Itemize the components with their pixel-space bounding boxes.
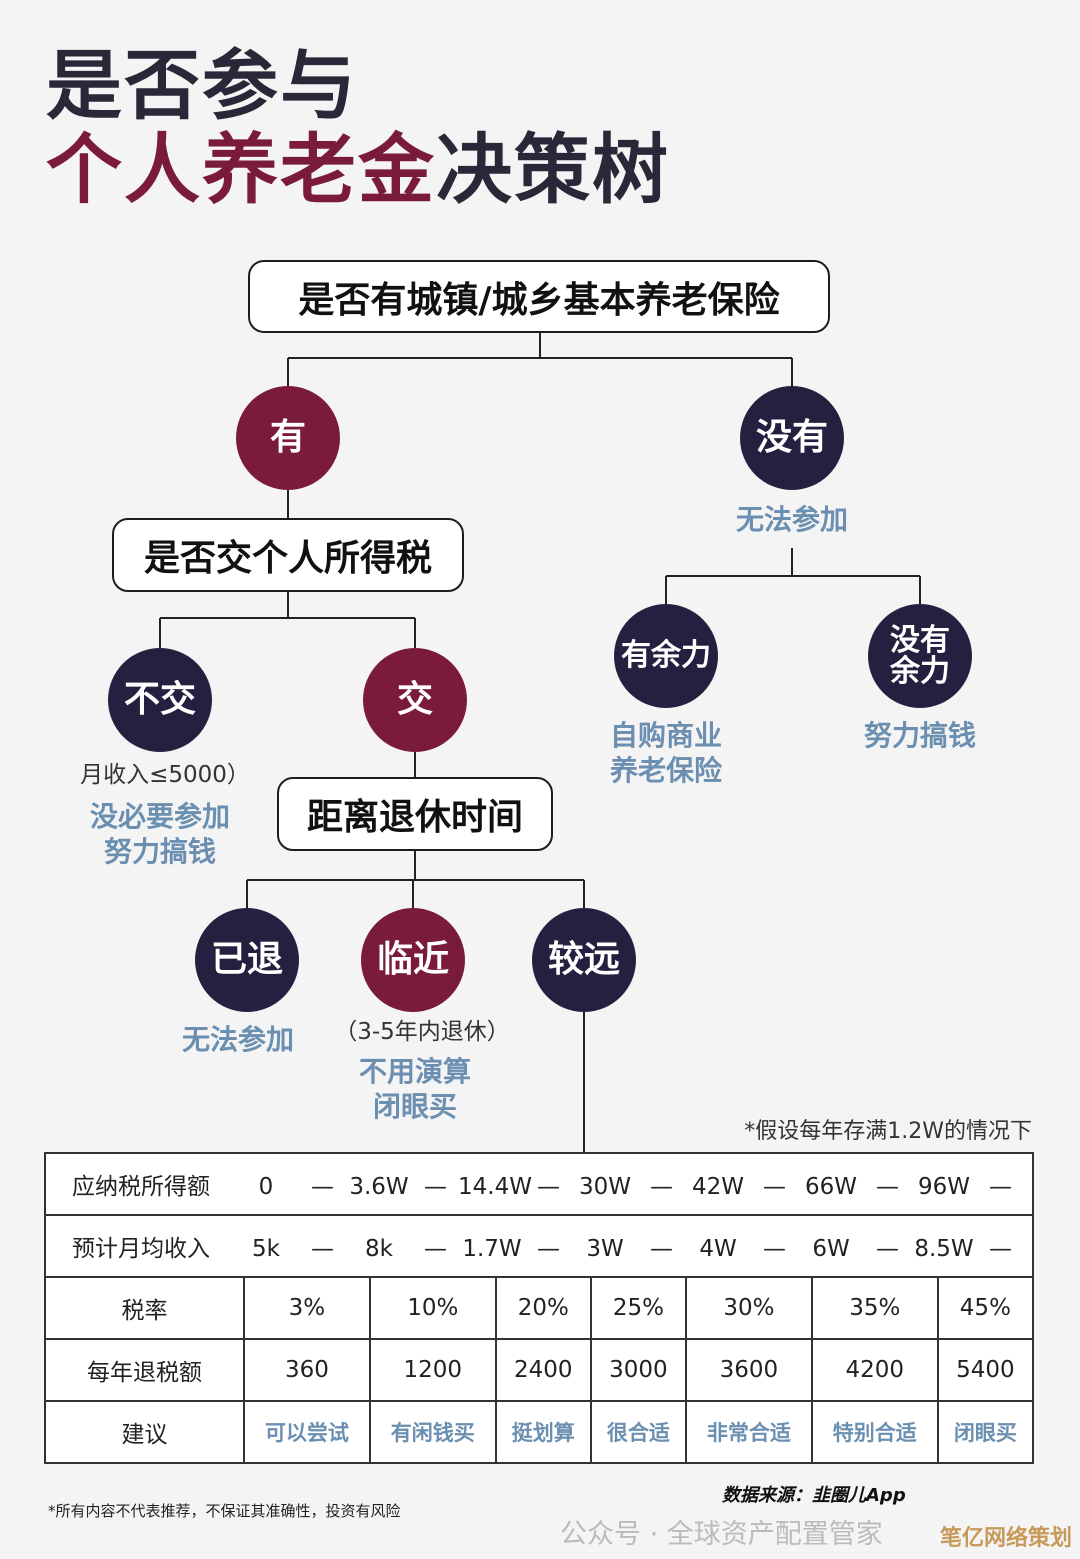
range-dash: — <box>650 1236 673 1262</box>
not-pay-result-2: 努力搞钱 <box>103 835 217 868</box>
cell: 3000 <box>589 1338 688 1402</box>
corner-watermark: 笔亿网络策划 <box>939 1526 1072 1551</box>
cell: 4200 <box>810 1338 939 1402</box>
table-row-monthly: 预计月均收入 5k — 8k — 1.7W — 3W — 4W — 6W — 8.5W — <box>44 1214 1034 1278</box>
cell: 25% <box>589 1276 688 1340</box>
cell: 45% <box>936 1276 1035 1340</box>
table-row-advice: 建议可以尝试有闲钱买挺划算很合适非常合适特别合适闭眼买 <box>44 1400 1035 1464</box>
cell: 挺划算 <box>494 1400 592 1464</box>
range-value: 4W <box>699 1236 737 1262</box>
question-basic-pension: 是否有城镇/城乡基本养老保险 <box>248 260 830 333</box>
not-pay-result-1: 没必要参加 <box>89 800 231 833</box>
range-dash: — <box>424 1174 447 1200</box>
range-dash: — <box>650 1174 673 1200</box>
cell: 特别合适 <box>810 1400 939 1464</box>
advice-label: 建议 <box>44 1400 245 1464</box>
node-yes: 有 <box>236 386 340 490</box>
cell: 可以尝试 <box>243 1400 371 1464</box>
question-retirement: 距离退休时间 <box>277 777 553 851</box>
cell: 闭眼买 <box>936 1400 1035 1464</box>
node-retired: 已退 <box>195 908 299 1012</box>
no-spare-result: 努力搞钱 <box>863 719 977 752</box>
range-value: 0 <box>258 1174 274 1200</box>
cell: 10% <box>368 1276 497 1340</box>
cell: 很合适 <box>589 1400 688 1464</box>
range-value: 8.5W <box>914 1236 974 1262</box>
range-dash: — <box>876 1174 899 1200</box>
table-note: *假设每年存满1.2W的情况下 <box>744 1119 1032 1144</box>
node-far: 较远 <box>532 908 636 1012</box>
title-accent: 个人养老金 <box>46 125 436 214</box>
range-value: 14.4W <box>458 1174 532 1200</box>
range-value: 42W <box>691 1174 744 1200</box>
disclaimer: *所有内容不代表推荐，不保证其准确性，投资有风险 <box>48 1502 401 1520</box>
cell: 1200 <box>368 1338 497 1402</box>
watermark: 公众号 · 全球资产配置管家 <box>560 1519 883 1550</box>
range-value: 6W <box>812 1236 850 1262</box>
question-income-tax: 是否交个人所得税 <box>112 518 464 592</box>
refund-label: 每年退税额 <box>44 1338 245 1402</box>
range-value: 8k <box>365 1236 393 1262</box>
cell: 360 <box>243 1338 371 1402</box>
no-spare-line2: 余力 <box>890 654 950 689</box>
monthly-income-range: 预计月均收入 5k — 8k — 1.7W — 3W — 4W — 6W — 8.5W — <box>44 1214 1034 1278</box>
range-dash: — <box>424 1236 447 1262</box>
range-dash: — <box>989 1174 1012 1200</box>
node-no-spare: 没有余力 <box>868 604 972 708</box>
cell: 3600 <box>685 1338 813 1402</box>
cell: 35% <box>810 1276 939 1340</box>
not-pay-note: 月收入≤5000） <box>80 762 250 788</box>
range-dash: — <box>537 1236 560 1262</box>
spare-result-2: 养老保险 <box>609 754 723 787</box>
range-dash: — <box>311 1174 334 1200</box>
range-value: 30W <box>578 1174 631 1200</box>
node-pay: 交 <box>363 648 467 752</box>
range-dash: — <box>876 1236 899 1262</box>
range-label: 预计月均收入 <box>72 1236 210 1262</box>
node-spare: 有余力 <box>614 604 718 708</box>
near-note: （3-5年内退休） <box>334 1019 510 1045</box>
range-value: 5k <box>252 1236 280 1262</box>
title-line1: 是否参与 <box>46 41 358 130</box>
node-no: 没有 <box>740 386 844 490</box>
cell: 5400 <box>936 1338 1035 1402</box>
no-result: 无法参加 <box>735 503 849 536</box>
title-line2: 个人养老金决策树 <box>46 130 670 210</box>
retired-result: 无法参加 <box>181 1023 295 1056</box>
range-dash: — <box>311 1236 334 1262</box>
range-label: 应纳税所得额 <box>72 1174 210 1200</box>
near-result-1: 不用演算 <box>358 1055 472 1088</box>
data-source: 数据来源：韭圈儿App <box>722 1485 906 1506</box>
rate-label: 税率 <box>44 1276 245 1340</box>
range-dash: — <box>537 1174 560 1200</box>
cell: 有闲钱买 <box>368 1400 497 1464</box>
spare-result-1: 自购商业 <box>609 719 723 752</box>
range-dash: — <box>989 1236 1012 1262</box>
range-value: 3W <box>586 1236 624 1262</box>
range-dash: — <box>763 1174 786 1200</box>
cell: 2400 <box>494 1338 592 1402</box>
range-dash: — <box>763 1236 786 1262</box>
range-value: 3.6W <box>349 1174 409 1200</box>
node-not-pay: 不交 <box>108 648 212 752</box>
range-value: 96W <box>917 1174 970 1200</box>
node-near: 临近 <box>361 908 465 1012</box>
cell: 非常合适 <box>685 1400 813 1464</box>
cell: 20% <box>494 1276 592 1340</box>
cell: 3% <box>243 1276 371 1340</box>
title-rest: 决策树 <box>436 125 670 214</box>
range-value: 66W <box>804 1174 857 1200</box>
cell: 30% <box>685 1276 813 1340</box>
range-value: 1.7W <box>462 1236 522 1262</box>
near-result-2: 闭眼买 <box>372 1090 458 1123</box>
no-spare-line1: 没有 <box>890 622 950 658</box>
